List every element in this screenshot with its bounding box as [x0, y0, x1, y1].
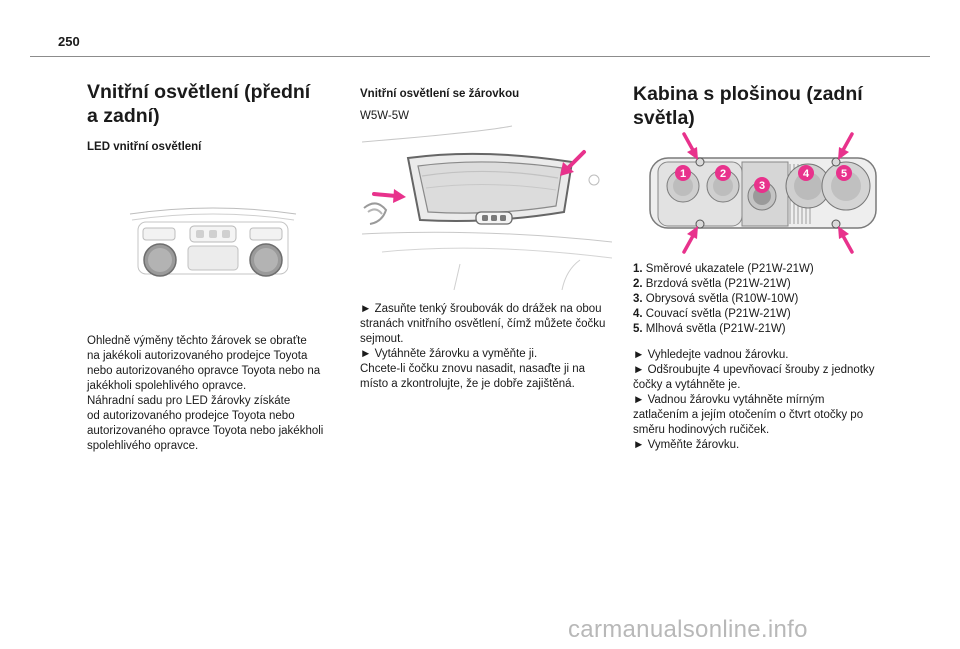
bulb-lamp-illustration	[362, 125, 612, 290]
body-line: ► Odšroubujte 4 upevňovací šrouby z jedn…	[633, 364, 875, 376]
col1-body: Ohledně výměny těchto žárovek se obraťte…	[87, 334, 339, 454]
body-line: čočky a vytáhněte je.	[633, 379, 741, 391]
section-title: Vnitřní osvětlení (přední a zadní)	[87, 80, 339, 128]
body-line: ► Zasuňte tenký šroubovák do drážek na o…	[360, 303, 602, 315]
list-item: 4. Couvací světla (P21W-21W)	[633, 308, 791, 320]
bulb-type: W5W-5W	[360, 110, 409, 122]
marker-4: 4	[803, 168, 810, 180]
column-front-rear-lighting: Vnitřní osvětlení (přední a zadní) LED v…	[87, 80, 339, 153]
marker-1: 1	[680, 168, 686, 180]
body-line: Náhradní sadu pro LED žárovky získáte	[87, 395, 291, 407]
column-bulb-lighting: Vnitřní osvětlení se žárovkou W5W-5W	[360, 88, 613, 124]
body-line: místo a zkontrolujte, že je dobře zajišt…	[360, 378, 575, 390]
body-line: Ohledně výměny těchto žárovek se obraťte	[87, 335, 307, 347]
list-item: 5. Mlhová světla (P21W-21W)	[633, 323, 786, 335]
body-line: sejmout.	[360, 333, 404, 345]
body-line: ► Vyhledejte vadnou žárovku.	[633, 349, 789, 361]
section-title: Vnitřní osvětlení se žárovkou	[360, 88, 520, 100]
body-line: autorizovaného opravce Toyota nebo jakék…	[87, 425, 324, 437]
body-line: zatlačením a jejím otočením o čtvrt otoč…	[633, 409, 864, 421]
title-line-1: Vnitřní osvětlení (přední	[87, 81, 311, 103]
list-item: 2. Brzdová světla (P21W-21W)	[633, 278, 791, 290]
title-line-1: Kabina s plošinou (zadní	[633, 83, 863, 105]
rear-light-illustration: 1 2 3 4 5	[649, 132, 877, 254]
bulb-list: 1. Směrové ukazatele (P21W-21W) 2. Brzdo…	[633, 262, 888, 337]
body-line: nebo autorizovaného opravce Toyota nebo …	[87, 365, 321, 377]
header-rule	[30, 56, 930, 57]
body-line: spolehlivého opravce.	[87, 440, 199, 452]
callout-markers	[675, 165, 852, 193]
list-item: 3. Obrysová světla (R10W-10W)	[633, 293, 799, 305]
section-title: Kabina s plošinou (zadní světla)	[633, 82, 888, 130]
page-number: 250	[58, 34, 80, 49]
body-line: směru hodinových ručiček.	[633, 424, 770, 436]
led-lamp-illustration	[129, 207, 297, 277]
body-line: od autorizovaného prodejce Toyota nebo	[87, 410, 295, 422]
body-line: ► Vadnou žárovku vytáhněte mírným	[633, 394, 825, 406]
title-line-2: světla)	[633, 107, 695, 129]
body-line: ► Vyměňte žárovku.	[633, 439, 740, 451]
title-line-2: a zadní)	[87, 105, 160, 127]
body-line: stranách vnitřního osvětlení, čímž můžet…	[360, 318, 606, 330]
list-item: 1. Směrové ukazatele (P21W-21W)	[633, 263, 814, 275]
body-line: jakékholi spolehlivého opravce.	[87, 380, 247, 392]
col2-body: ► Zasuňte tenký šroubovák do drážek na o…	[360, 302, 613, 392]
section-subtitle: LED vnitřní osvětlení	[87, 141, 202, 153]
marker-5: 5	[841, 168, 847, 180]
marker-3: 3	[759, 180, 765, 192]
marker-2: 2	[720, 168, 726, 180]
watermark-link[interactable]: carmanualsonline.info	[568, 616, 808, 643]
column-rear-lights: Kabina s plošinou (zadní světla)	[633, 82, 888, 130]
body-line: na jakékoli autorizovaného prodejce Toyo…	[87, 350, 308, 362]
body-line: ► Vytáhněte žárovku a vyměňte ji.	[360, 348, 538, 360]
body-line: Chcete-li čočku znovu nasadit, nasaďte j…	[360, 363, 586, 375]
col3-body: ► Vyhledejte vadnou žárovku. ► Odšroubuj…	[633, 348, 888, 453]
